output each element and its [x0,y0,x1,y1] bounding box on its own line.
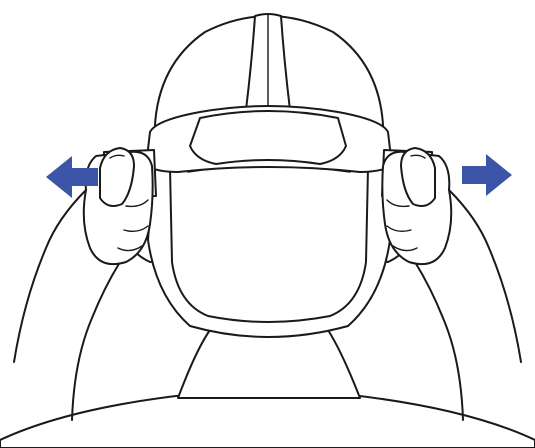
rear-pad [168,146,370,322]
right-arrow-icon [462,154,512,196]
neck [178,330,360,398]
left-hand [14,148,153,420]
rear-strap-band [146,106,392,172]
right-hand [382,148,521,420]
